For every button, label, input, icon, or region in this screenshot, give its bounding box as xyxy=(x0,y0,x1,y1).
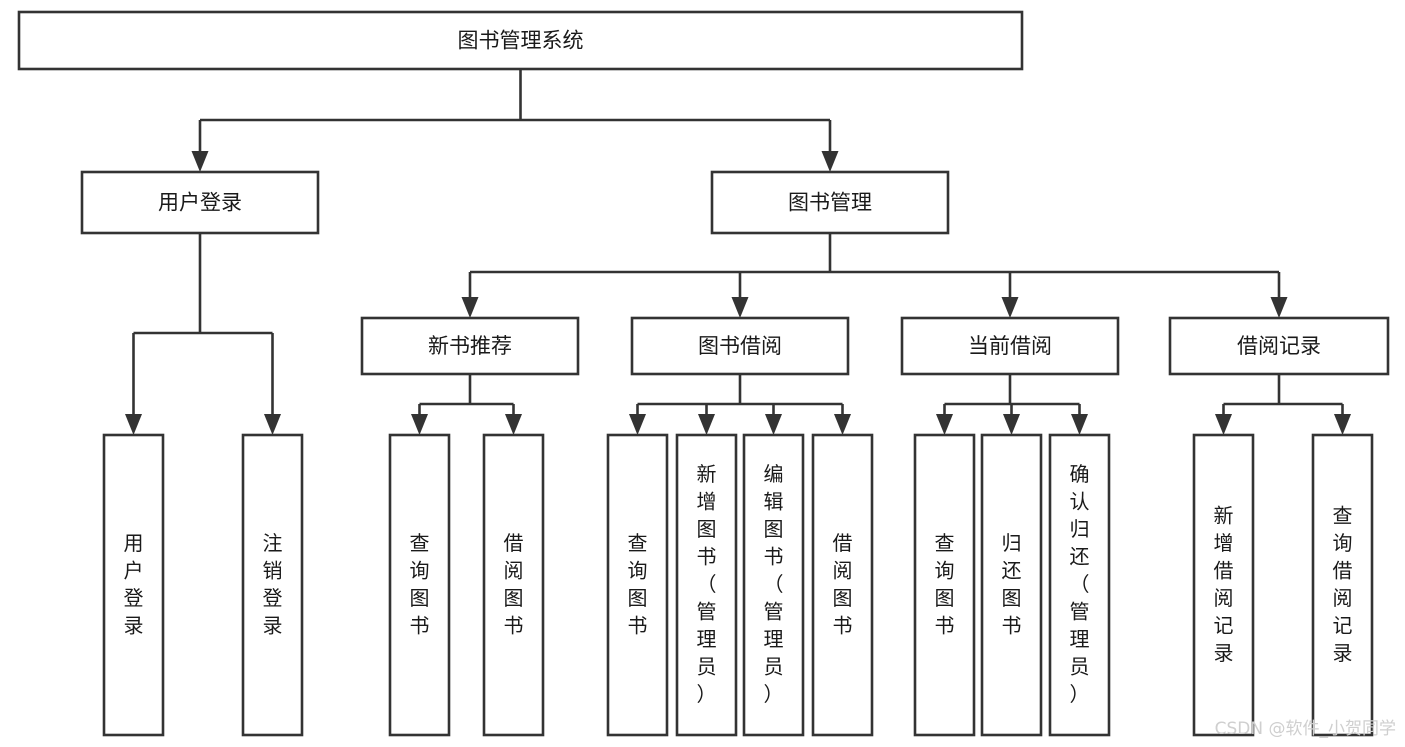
node-label: 注销登录 xyxy=(263,530,283,637)
arrow-head-icon xyxy=(698,414,715,435)
node-box[interactable] xyxy=(900,316,1120,376)
node-box[interactable] xyxy=(630,316,850,376)
node-box[interactable] xyxy=(710,170,950,235)
node-leaf-query-book-borrow[interactable]: 查询图书 xyxy=(606,433,669,737)
arrow-head-icon xyxy=(264,414,281,435)
arrow-head-icon xyxy=(834,414,851,435)
node-label: 图书管理系统 xyxy=(458,29,584,53)
node-box[interactable] xyxy=(17,10,1024,71)
edge-layer xyxy=(125,69,1351,435)
arrow-head-icon xyxy=(1001,297,1019,318)
node-book-borrow[interactable]: 图书借阅 xyxy=(630,316,850,376)
node-box[interactable] xyxy=(1168,316,1390,376)
node-new-book-rec[interactable]: 新书推荐 xyxy=(360,316,580,376)
edge-group-new-book-rec xyxy=(411,374,522,435)
node-box[interactable] xyxy=(675,433,738,737)
arrow-head-icon xyxy=(1071,414,1088,435)
arrow-head-icon xyxy=(1003,414,1020,435)
node-label: 编辑图书（管理员） xyxy=(764,462,784,706)
edge-group-current-borrow xyxy=(936,374,1088,435)
node-leaf-user-logout[interactable]: 注销登录 xyxy=(241,433,304,737)
node-leaf-user-login[interactable]: 用户登录 xyxy=(102,433,165,737)
node-leaf-return-book[interactable]: 归还图书 xyxy=(980,433,1043,737)
node-box[interactable] xyxy=(811,433,874,737)
node-label: 用户登录 xyxy=(158,191,242,215)
node-box[interactable] xyxy=(1311,433,1374,737)
arrow-head-icon xyxy=(731,297,749,318)
node-label: 用户登录 xyxy=(124,530,144,637)
arrow-head-icon xyxy=(821,151,839,172)
node-label: 图书管理 xyxy=(788,191,872,215)
arrow-head-icon xyxy=(505,414,522,435)
node-leaf-borrow-book[interactable]: 借阅图书 xyxy=(811,433,874,737)
node-box[interactable] xyxy=(102,433,165,737)
node-label: 新书推荐 xyxy=(428,334,512,358)
edge-group-root xyxy=(191,69,839,172)
arrow-head-icon xyxy=(411,414,428,435)
node-box[interactable] xyxy=(606,433,669,737)
node-label: 借阅图书 xyxy=(833,530,853,637)
node-box[interactable] xyxy=(360,316,580,376)
node-leaf-query-book-current[interactable]: 查询图书 xyxy=(913,433,976,737)
node-box[interactable] xyxy=(388,433,451,737)
node-label: 当前借阅 xyxy=(968,334,1052,358)
node-box[interactable] xyxy=(80,170,320,235)
node-root[interactable]: 图书管理系统 xyxy=(17,10,1024,71)
edge-group-user-login xyxy=(125,233,281,435)
edge-group-borrow-record xyxy=(1215,374,1351,435)
edge-group-book-manage xyxy=(461,233,1288,318)
arrow-head-icon xyxy=(1270,297,1288,318)
node-label: 查询图书 xyxy=(628,530,648,637)
node-box[interactable] xyxy=(1048,433,1111,737)
node-label: 借阅记录 xyxy=(1237,334,1321,358)
node-leaf-edit-book[interactable]: 编辑图书（管理员） xyxy=(742,433,805,737)
node-user-login[interactable]: 用户登录 xyxy=(80,170,320,235)
arrow-head-icon xyxy=(125,414,142,435)
node-layer: 图书管理系统用户登录图书管理新书推荐图书借阅当前借阅借阅记录用户登录注销登录查询… xyxy=(17,10,1390,737)
node-book-manage[interactable]: 图书管理 xyxy=(710,170,950,235)
node-leaf-add-record[interactable]: 新增借阅记录 xyxy=(1192,433,1255,737)
node-label: 查询借阅记录 xyxy=(1333,503,1353,665)
node-box[interactable] xyxy=(913,433,976,737)
node-leaf-borrow-book-rec[interactable]: 借阅图书 xyxy=(482,433,545,737)
node-label: 归还图书 xyxy=(1002,530,1022,637)
node-label: 查询图书 xyxy=(935,530,955,637)
node-label: 确认归还（管理员） xyxy=(1070,462,1090,706)
node-leaf-query-book-rec[interactable]: 查询图书 xyxy=(388,433,451,737)
node-box[interactable] xyxy=(742,433,805,737)
node-label: 新增借阅记录 xyxy=(1214,503,1234,665)
node-label: 借阅图书 xyxy=(504,530,524,637)
node-leaf-query-record[interactable]: 查询借阅记录 xyxy=(1311,433,1374,737)
node-box[interactable] xyxy=(980,433,1043,737)
node-box[interactable] xyxy=(482,433,545,737)
node-current-borrow[interactable]: 当前借阅 xyxy=(900,316,1120,376)
csdn-watermark: CSDN @软件_小贺同学 xyxy=(1215,719,1396,739)
arrow-head-icon xyxy=(765,414,782,435)
node-box[interactable] xyxy=(241,433,304,737)
arrow-head-icon xyxy=(1334,414,1351,435)
node-leaf-confirm-return[interactable]: 确认归还（管理员） xyxy=(1048,433,1111,737)
node-borrow-record[interactable]: 借阅记录 xyxy=(1168,316,1390,376)
node-leaf-add-book[interactable]: 新增图书（管理员） xyxy=(675,433,738,737)
edge-group-book-borrow xyxy=(629,374,851,435)
arrow-head-icon xyxy=(191,151,209,172)
arrow-head-icon xyxy=(1215,414,1232,435)
node-box[interactable] xyxy=(1192,433,1255,737)
arrow-head-icon xyxy=(461,297,479,318)
node-label: 查询图书 xyxy=(410,530,430,637)
node-label: 新增图书（管理员） xyxy=(697,462,717,706)
node-label: 图书借阅 xyxy=(698,334,782,358)
arrow-head-icon xyxy=(936,414,953,435)
arrow-head-icon xyxy=(629,414,646,435)
